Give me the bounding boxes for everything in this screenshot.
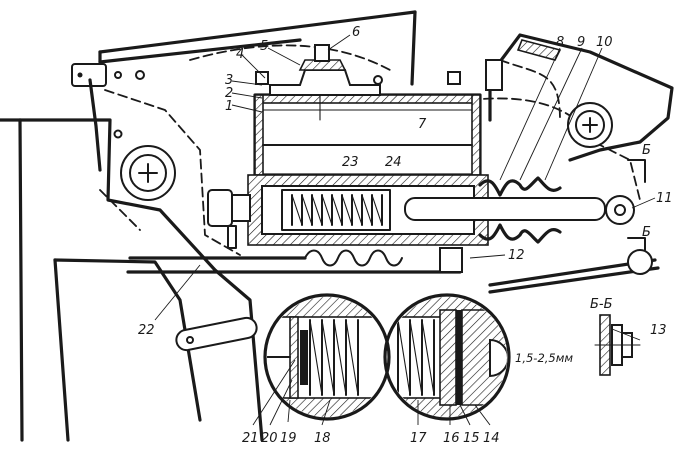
callout-2: 2 bbox=[225, 86, 233, 101]
section-mark-top: Б bbox=[642, 143, 651, 158]
callout-3: 3 bbox=[225, 73, 233, 88]
callout-20: 20 bbox=[261, 431, 278, 446]
return-spring bbox=[126, 247, 660, 294]
callout-10: 10 bbox=[596, 35, 613, 50]
callout-19: 19 bbox=[280, 431, 297, 446]
callout-21: 21 bbox=[242, 431, 259, 446]
callout-1: 1 bbox=[225, 99, 233, 114]
left-bracket bbox=[0, 10, 417, 442]
callout-12: 12 bbox=[508, 248, 525, 263]
detail-view-right bbox=[383, 293, 511, 421]
callout-5: 5 bbox=[260, 39, 268, 54]
callout-7: 7 bbox=[418, 117, 427, 132]
callout-23: 23 bbox=[342, 155, 359, 170]
callout-9: 9 bbox=[577, 35, 585, 50]
section-marks: Б Б bbox=[627, 143, 651, 251]
section-mark-bottom: Б bbox=[642, 225, 651, 240]
callout-6: 6 bbox=[352, 25, 360, 40]
callout-22: 22 bbox=[138, 323, 155, 338]
callout-15: 15 bbox=[463, 431, 480, 446]
leader-lines bbox=[154, 34, 656, 426]
callout-14: 14 bbox=[483, 431, 500, 446]
callout-13: 13 bbox=[650, 323, 667, 338]
callout-11: 11 bbox=[656, 191, 673, 206]
callout-18: 18 bbox=[314, 431, 331, 446]
section-view-title: Б-Б bbox=[590, 297, 613, 312]
callout-17: 17 bbox=[410, 431, 427, 446]
section-view-bb: Б-Б bbox=[590, 297, 641, 376]
callout-16: 16 bbox=[443, 431, 460, 446]
callout-24: 24 bbox=[385, 155, 402, 170]
cylinder-body bbox=[207, 174, 635, 249]
callout-4: 4 bbox=[236, 47, 244, 62]
gap-dimension-note: 1,5-2,5мм bbox=[515, 351, 573, 365]
callout-labels: 1 2 3 4 5 6 7 8 9 10 11 12 13 14 15 16 1… bbox=[138, 25, 673, 446]
callout-8: 8 bbox=[556, 35, 564, 50]
detail-view-left bbox=[263, 293, 391, 421]
reservoir bbox=[253, 44, 482, 177]
